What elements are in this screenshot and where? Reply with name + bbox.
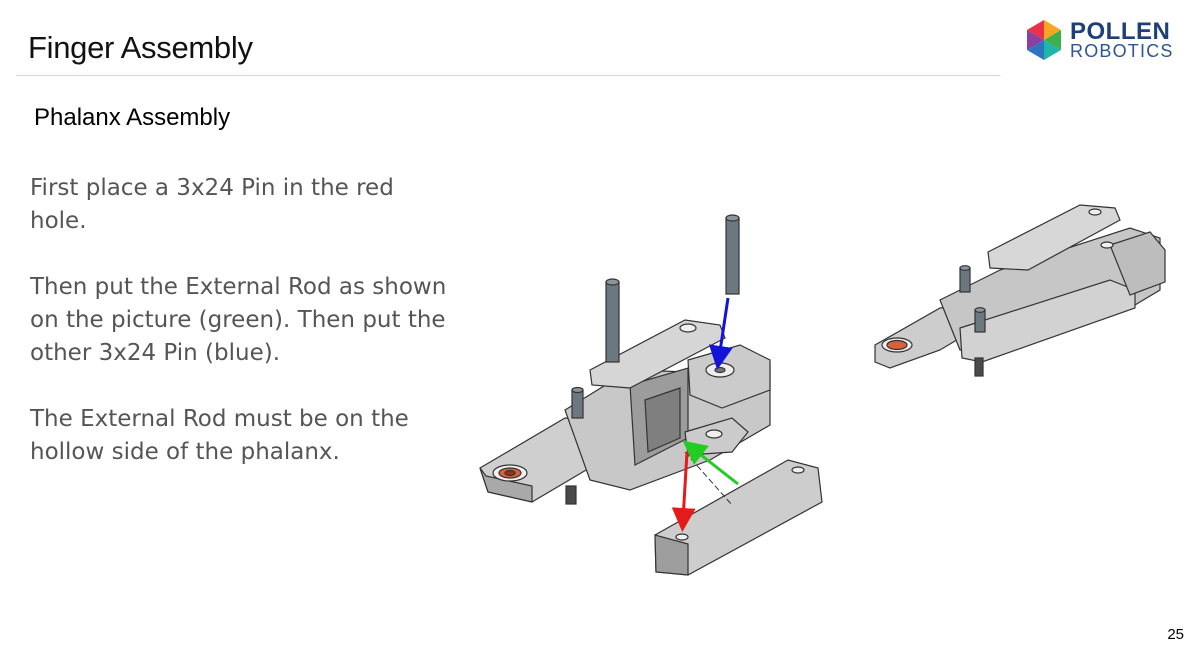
phalanx-assembly-figure	[479, 204, 1166, 576]
pollen-robotics-logo: POLLEN ROBOTICS	[1022, 17, 1182, 65]
logo-text-robotics: ROBOTICS	[1070, 41, 1174, 61]
phalanx-assembled-icon	[874, 204, 1166, 377]
title-divider	[16, 75, 1000, 76]
section-subtitle: Phalanx Assembly	[34, 104, 231, 131]
page-number: 25	[1167, 626, 1184, 643]
logo-text-pollen: POLLEN	[1070, 18, 1171, 45]
instruction-step-2: Then put the External Rod as shown on th…	[30, 274, 447, 366]
blue-arrow	[708, 297, 733, 370]
instruction-step-1: First place a 3x24 Pin in the red hole.	[30, 175, 394, 234]
external-rod	[654, 459, 823, 576]
slide-title: Finger Assembly	[28, 30, 253, 65]
instruction-step-3: The External Rod must be on the hollow s…	[30, 406, 409, 465]
instruction-text: First place a 3x24 Pin in the red hole. …	[30, 172, 450, 502]
red-arrow	[671, 451, 696, 532]
pin-3x24-floating	[725, 214, 740, 295]
green-arrow	[682, 440, 739, 486]
logo-hexagon-icon	[1027, 20, 1061, 60]
